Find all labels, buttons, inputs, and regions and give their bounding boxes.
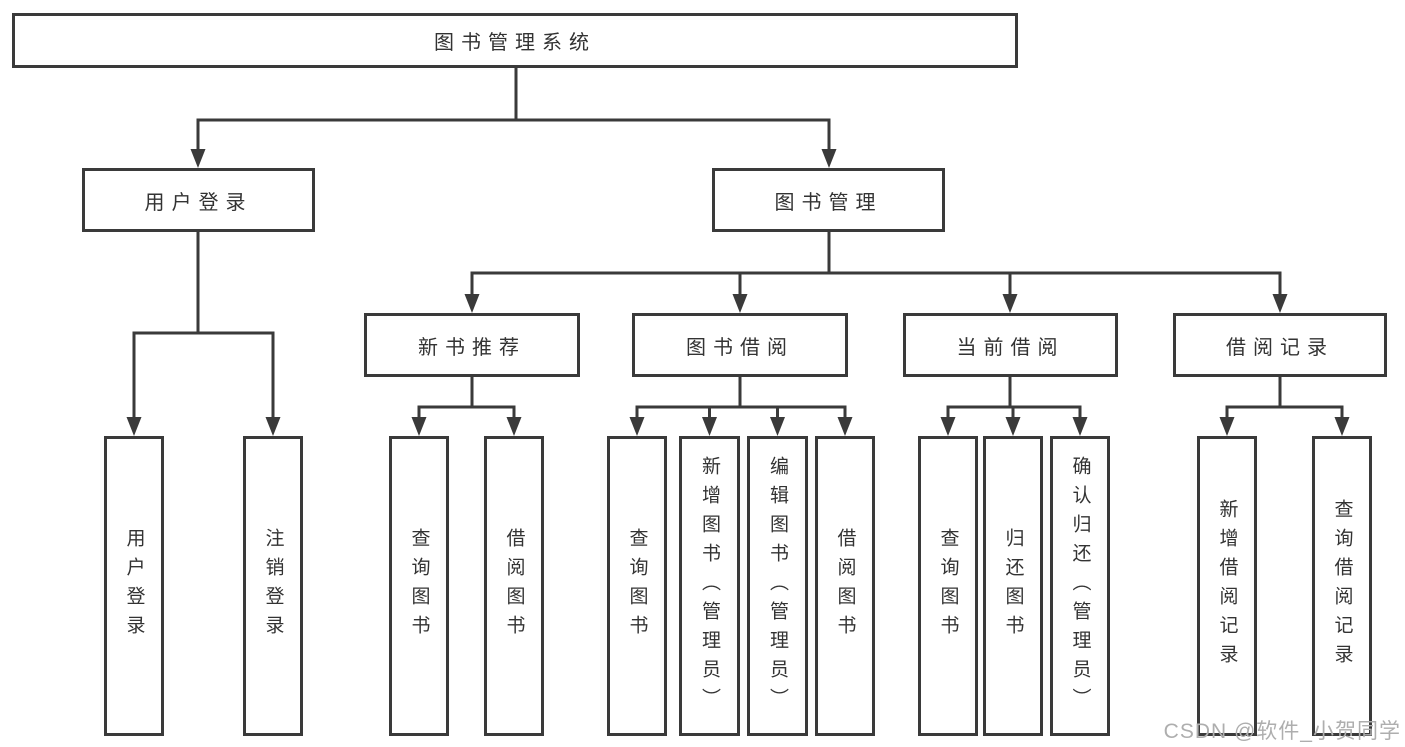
node-leaf-cb-confirm-return-admin-label: 确认归还（管理员）	[1069, 455, 1091, 717]
node-leaf-rec-query-books: 查询图书	[389, 436, 449, 736]
node-new-book-recommend-label: 新书推荐	[418, 336, 526, 359]
connector-borrow-records-branch	[1225, 377, 1344, 420]
node-leaf-bb-query-books: 查询图书	[607, 436, 667, 736]
node-current-borrowing: 当前借阅	[903, 313, 1118, 377]
node-root-system-label: 图书管理系统	[434, 32, 596, 54]
arrowheads-user-login-branch	[126, 417, 281, 436]
node-user-login-label: 用户登录	[144, 191, 253, 214]
connector-book-mgmt-branch	[470, 232, 1282, 297]
node-leaf-bb-borrow-books: 借阅图书	[815, 436, 875, 736]
csdn-watermark: CSDN @软件_小贺同学	[1163, 720, 1401, 743]
node-leaf-rec-borrow-books-label: 借阅图书	[503, 528, 525, 644]
node-leaf-cb-query-books-label: 查询图书	[937, 528, 959, 644]
node-leaf-br-query-record: 查询借阅记录	[1312, 436, 1372, 736]
arrowheads-book-mgmt-branch	[464, 294, 1288, 313]
arrowheads-level2	[190, 149, 837, 168]
node-leaf-bb-query-books-label: 查询图书	[626, 528, 648, 644]
node-leaf-logout: 注销登录	[243, 436, 303, 736]
node-leaf-br-query-record-label: 查询借阅记录	[1331, 499, 1353, 673]
node-leaf-cb-return-books: 归还图书	[983, 436, 1043, 736]
node-book-management: 图书管理	[712, 168, 945, 232]
node-leaf-bb-borrow-books-label: 借阅图书	[834, 528, 856, 644]
connector-root-to-level2	[196, 67, 831, 152]
connector-current-borrow-branch	[946, 377, 1082, 420]
node-leaf-bb-edit-books-admin: 编辑图书（管理员）	[747, 436, 808, 736]
node-user-login: 用户登录	[82, 168, 315, 232]
node-leaf-bb-edit-books-admin-label: 编辑图书（管理员）	[767, 455, 788, 717]
arrowheads-current-borrow-branch	[940, 417, 1088, 436]
node-borrow-records: 借阅记录	[1173, 313, 1387, 377]
node-leaf-rec-borrow-books: 借阅图书	[484, 436, 544, 736]
node-leaf-rec-query-books-label: 查询图书	[408, 528, 430, 644]
node-new-book-recommend: 新书推荐	[364, 313, 580, 377]
node-borrow-records-label: 借阅记录	[1226, 336, 1334, 359]
arrowheads-borrow-records-branch	[1219, 417, 1350, 436]
connector-book-borrow-branch	[635, 377, 847, 420]
node-book-borrowing: 图书借阅	[632, 313, 848, 377]
connector-new-book-rec-branch	[417, 377, 516, 420]
node-book-borrowing-label: 图书借阅	[686, 336, 794, 359]
node-leaf-br-add-record-label: 新增借阅记录	[1216, 499, 1238, 673]
node-leaf-br-add-record: 新增借阅记录	[1197, 436, 1257, 736]
arrowheads-book-borrow-branch	[629, 417, 853, 436]
node-leaf-logout-label: 注销登录	[262, 528, 284, 644]
node-current-borrowing-label: 当前借阅	[956, 336, 1065, 359]
node-leaf-cb-return-books-label: 归还图书	[1002, 528, 1024, 644]
node-leaf-cb-confirm-return-admin: 确认归还（管理员）	[1050, 436, 1110, 736]
connector-user-login-branch	[132, 232, 275, 420]
node-leaf-user-login-label: 用户登录	[123, 528, 145, 644]
node-leaf-cb-query-books: 查询图书	[918, 436, 978, 736]
node-leaf-user-login: 用户登录	[104, 436, 164, 736]
node-root-system: 图书管理系统	[12, 13, 1018, 68]
node-leaf-bb-add-books-admin-label: 新增图书（管理员）	[699, 455, 720, 717]
node-book-management-label: 图书管理	[774, 191, 883, 214]
node-leaf-bb-add-books-admin: 新增图书（管理员）	[679, 436, 740, 736]
arrowheads-new-book-rec-branch	[411, 417, 522, 436]
